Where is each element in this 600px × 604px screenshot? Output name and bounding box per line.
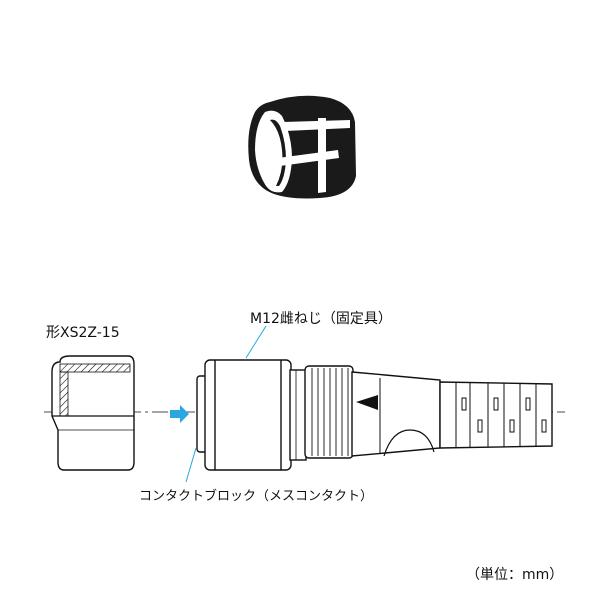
arrow-right-icon [170, 405, 189, 423]
contact-block-label: コンタクトブロック（メスコンタクト） [139, 489, 374, 504]
model-label: 形XS2Z-15 [46, 325, 120, 341]
unit-label: （単位：mm） [466, 567, 564, 583]
knurl-pattern [311, 368, 349, 456]
cap-icon [51, 355, 135, 471]
body-cutout [383, 429, 435, 457]
nut-leader-line [245, 325, 267, 359]
connector-body [196, 359, 553, 471]
contact-block-leader-line [185, 447, 197, 483]
bend-relief-segments [455, 383, 547, 447]
alignment-mark-icon [356, 395, 378, 410]
nut-label: M12雌ねじ（固定具） [250, 311, 392, 327]
ring-icon [248, 95, 356, 199]
